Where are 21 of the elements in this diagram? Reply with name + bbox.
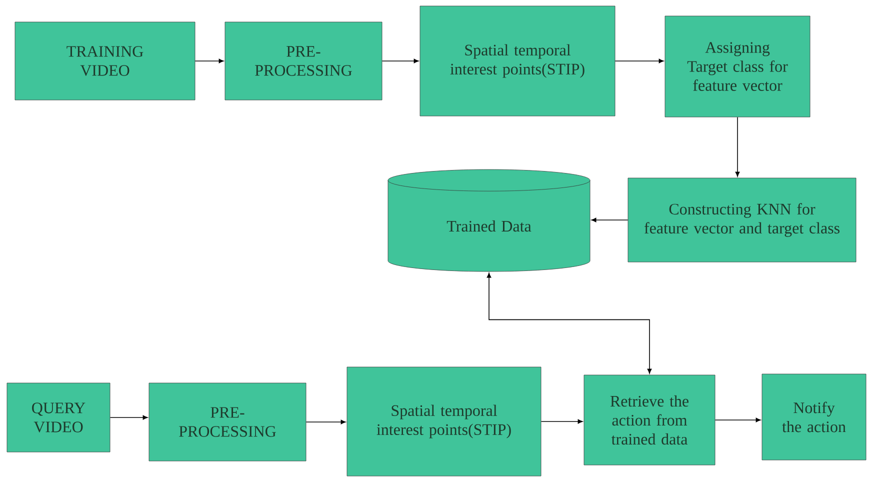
process-box: TRAINING VIDEO	[14, 22, 196, 100]
process-box: Retrieve the action from trained data	[584, 374, 716, 466]
arrow	[540, 419, 583, 424]
process-box: Notify the action	[762, 374, 866, 460]
arrow	[110, 415, 148, 420]
process-box: Assigning Target class for feature vector	[664, 16, 810, 118]
process-box: Constructing KNN for feature vector and target class	[628, 178, 856, 262]
arrow	[735, 116, 740, 177]
process-box: Spatial temporal interest points(STIP)	[420, 6, 616, 116]
arrow	[591, 218, 628, 222]
process-box: PRE-PROCESSING	[148, 382, 306, 462]
process-box: Spatial temporal interest points(STIP)	[346, 366, 542, 476]
process-box: QUERY VIDEO	[6, 382, 110, 452]
arrow	[486, 272, 652, 374]
database-cylinder: Trained Data	[388, 169, 590, 272]
arrow	[714, 418, 761, 422]
arrow	[306, 420, 346, 424]
arrow	[382, 58, 419, 64]
arrow	[194, 58, 224, 64]
arrow	[614, 58, 664, 64]
process-box: PRE-PROCESSING	[224, 22, 382, 100]
